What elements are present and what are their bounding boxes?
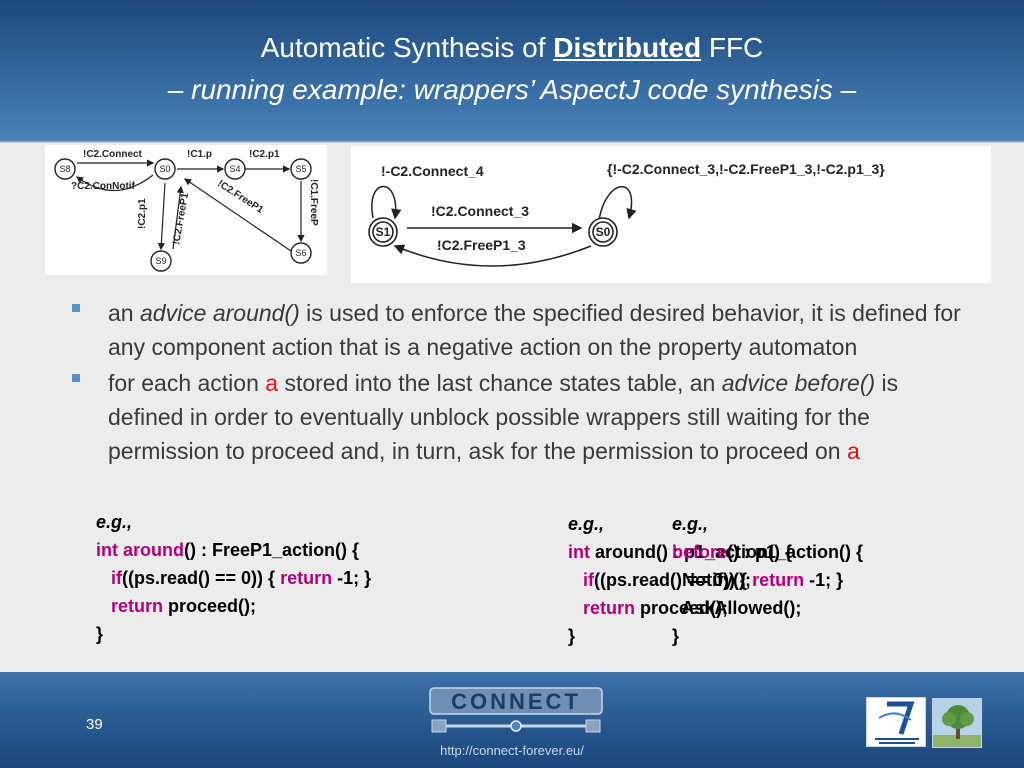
label-c2-p1-vert: !C2.p1 [137,198,148,229]
slide-header: Automatic Synthesis of Distributed FFC –… [0,0,1024,142]
code-keyword: return [583,598,636,618]
bullet-red-a: a [265,370,279,396]
tree-logo [932,698,982,748]
state-s0-right-label: S0 [596,225,611,239]
code-block-around-p1: e.g., int around() : p1_action() { if((ps… [568,510,843,650]
code-block-around-freep1: e.g., int around() : FreeP1_action() { if… [96,508,371,648]
code-keyword: return [752,570,805,590]
code-text: proceed(); [163,596,257,616]
seventh-framework-logo [866,697,926,747]
state-s0-right-inner [592,221,614,243]
page-number: 39 [86,716,103,733]
code-text: () : FreeP1_action() { [184,540,360,560]
bullet-text: an [108,300,140,326]
code-block-before-p1: e.g.,before() : p1_action() { Notify(); … [672,510,863,650]
code-text: ((ps.read() == 0)) { [594,570,753,590]
code-line: before() : p1_action() { [672,538,863,566]
code-keyword: return [111,596,164,616]
state-s6 [290,242,312,264]
label-top-edge: !C2.Connect_3 [431,203,529,219]
code-keyword: if [583,570,595,590]
label-c2-p1-top: !C2.p1 [249,149,280,160]
label-c2-connect: !C2.Connect [83,149,143,160]
slide-subtitle: – running example: wrappers’ AspectJ cod… [167,74,857,105]
code-line: } [672,626,680,646]
bullet-text: stored into the last chance states table… [278,370,722,396]
code-line: int around() : p1_action() { [568,538,843,566]
automaton-diagram-left: !C2.Connect !C1.p !C2.p1 ?C2.ConNotif !C… [45,145,327,275]
code-line: } [96,624,104,644]
connect-logo: CONNECT [424,684,608,742]
title-prefix: Automatic Synthesis of [260,32,554,63]
code-text: Notify(); [682,570,751,590]
state-s5-label: S5 [295,164,306,174]
code-keyword: int [568,542,590,562]
bullet-advice-around: an advice around() is used to enforce th… [66,296,966,364]
automaton-right-svg: !-C2.Connect_4 {!-C2.Connect_3,!-C2.Free… [368,161,885,267]
code-line: Notify(); [672,566,863,594]
state-s9-label: S9 [155,256,166,266]
state-s0-label: S0 [159,164,170,174]
title-emphasis: Distributed [553,32,702,63]
state-s6-label: S6 [295,248,306,258]
bullet-marker [72,374,80,382]
code-line: if((ps.read() == 0)) { return -1; } [96,564,371,592]
state-s5 [290,158,312,180]
code-eg-label: e.g., [672,514,709,534]
code-text: () : p1_action() { [727,542,864,562]
code-text: around() : p1_action() { [590,542,792,562]
state-s8-label: S8 [59,164,70,174]
bullet-marker [72,304,80,312]
state-s4 [224,158,246,180]
bullet-italic: advice before() [721,370,876,396]
code-text: -1; } [332,568,372,588]
code-eg-label: e.g., [96,512,133,532]
footer-url: http://connect-forever.eu/ [440,743,584,758]
label-c2-connotif: ?C2.ConNotif [71,181,136,192]
state-s0 [154,158,176,180]
code-line: AskAllowed(); [672,594,863,622]
label-c2-freep1-diag: !C2.FreeP1 [215,178,265,216]
code-keyword: around [123,540,185,560]
connect-logo-text: CONNECT [451,689,581,714]
code-line: return proceed(); [568,594,843,622]
code-line: } [568,626,576,646]
state-s1-label: S1 [376,225,391,239]
code-text: proceed(); [635,598,729,618]
code-eg-label: e.g., [568,514,605,534]
code-text: ((ps.read() == 0)) { [122,568,281,588]
bullet-red-a: a [846,438,860,464]
label-loop-s0: {!-C2.Connect_3,!-C2.FreeP1_3,!-C2.p1_3} [607,161,885,177]
bullet-text: is used to enforce the specified desired… [108,300,961,360]
bullet-list: an advice around() is used to enforce th… [66,296,966,470]
label-c1-p: !C1.p [187,149,212,160]
code-keyword: before [672,542,728,562]
label-c2-freep1-vert: !C2.FreeP1 [171,192,191,246]
code-keyword: int [96,540,118,560]
bullet-text: is defined in order to eventually unbloc… [108,370,899,464]
title-suffix: FFC [701,32,764,63]
code-line: int around() : FreeP1_action() { [96,536,371,564]
state-s4-label: S4 [229,164,240,174]
label-c1-freep: !C1.FreeP [308,179,319,226]
code-text: AskAllowed(); [681,598,802,618]
code-line: if((ps.read() == 0)) { return -1; } [568,566,843,594]
slide-title: Automatic Synthesis of Distributed FFC [0,30,1024,66]
bullet-text: for each action [108,370,266,396]
label-bottom-edge: !C2.FreeP1_3 [437,237,526,253]
state-s1-inner [372,221,394,243]
state-s8 [54,158,76,180]
code-line: return proceed(); [96,592,371,620]
automaton-left-svg: !C2.Connect !C1.p !C2.p1 ?C2.ConNotif !C… [54,149,319,272]
code-keyword: return [280,568,333,588]
label-loop-s1: !-C2.Connect_4 [381,163,484,179]
automaton-diagram-right: !-C2.Connect_4 {!-C2.Connect_3,!-C2.Free… [351,146,991,283]
state-s9 [150,250,172,272]
code-text: -1; } [804,570,844,590]
code-keyword: if [111,568,123,588]
bullet-italic: advice around() [139,300,300,326]
bullet-advice-before: for each action a stored into the last c… [66,366,966,468]
